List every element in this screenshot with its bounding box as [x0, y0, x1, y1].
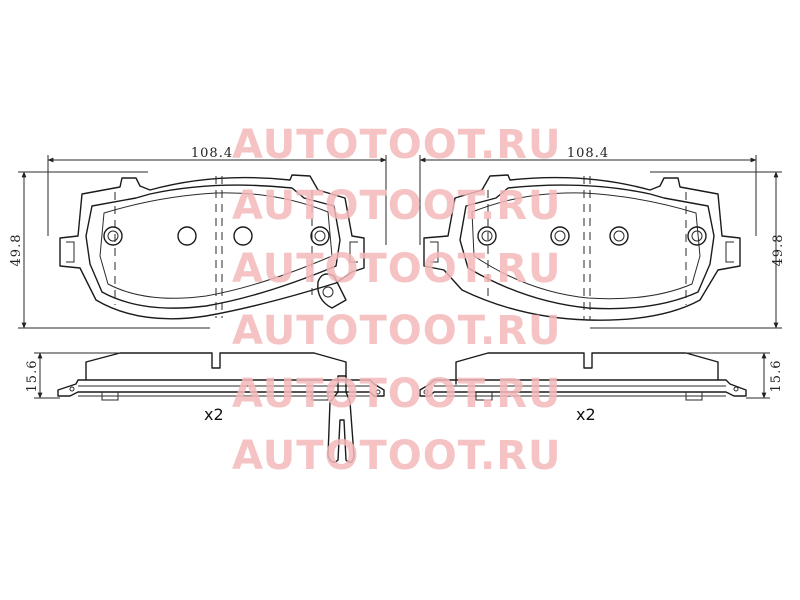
- watermark-text-6: AUTOTOOT.RU: [232, 433, 561, 479]
- right-pad-backing-plate: [423, 174, 741, 321]
- right-thickness-dimension: 15.6: [684, 352, 784, 399]
- right-pad-hole-1-inner: [481, 230, 493, 242]
- right-side-tab-right: [685, 392, 703, 401]
- right-side-friction-block: [455, 352, 719, 385]
- right-pad-ear-right: [725, 241, 734, 263]
- right-width-label: 108.4: [567, 146, 609, 161]
- left-pad-inner-contour: [99, 192, 333, 299]
- right-height-dimension: 49.8: [590, 171, 786, 329]
- watermark-text-2: AUTOTOOT.RU: [232, 183, 561, 229]
- right-pad-hole-3: [609, 226, 629, 246]
- right-pad-hole-2-inner: [554, 230, 566, 242]
- watermark-text-4: AUTOTOOT.RU: [232, 308, 561, 354]
- left-thickness-label: 15.6: [25, 360, 40, 393]
- left-side-backing-plate: [57, 379, 385, 397]
- watermark-layer: AUTOTOOT.RU AUTOTOOT.RU AUTOTOOT.RU AUTO…: [232, 122, 561, 479]
- left-pad-side-view: [57, 352, 385, 463]
- right-pad-ear-left: [430, 241, 439, 263]
- left-pad-wear-sensor-clip: [317, 273, 347, 309]
- left-height-label: 49.8: [9, 234, 24, 267]
- left-pad-friction-material: [85, 184, 341, 309]
- left-side-wear-sensor-wire: [327, 375, 355, 463]
- right-pad-hole-3-inner: [613, 230, 625, 242]
- left-pad-ear-right: [349, 241, 358, 263]
- right-width-dimension: 108.4: [419, 146, 757, 245]
- right-pad-friction-material: [459, 184, 715, 310]
- left-pad-hole-1: [103, 226, 123, 246]
- left-width-label: 108.4: [191, 146, 233, 161]
- left-side-tab-left: [101, 392, 119, 401]
- left-pad-hole-2: [177, 226, 197, 246]
- right-thickness-label: 15.6: [769, 360, 784, 393]
- left-height-dimension: 49.8: [9, 171, 210, 329]
- left-pad-backing-plate: [59, 174, 365, 320]
- left-side-tab-right: [311, 392, 329, 401]
- right-pad-inner-contour: [471, 192, 701, 300]
- left-pad-ear-left: [66, 241, 75, 263]
- right-pad-front-view: [423, 174, 741, 321]
- left-pad-front-view: [59, 174, 365, 320]
- left-width-dimension: 108.4: [47, 146, 387, 245]
- right-quantity-label: x2: [576, 405, 596, 424]
- right-pad-hole-1: [477, 226, 497, 246]
- left-pad-hole-4: [310, 226, 330, 246]
- right-pad-side-view: [419, 352, 747, 401]
- right-height-label: 49.8: [771, 234, 786, 267]
- watermark-text-5: AUTOTOOT.RU: [232, 371, 561, 417]
- right-side-backing-plate: [419, 379, 747, 397]
- watermark-text-1: AUTOTOOT.RU: [232, 122, 561, 168]
- watermark-text-3: AUTOTOOT.RU: [232, 246, 561, 292]
- left-side-friction-block: [85, 352, 347, 385]
- right-pad-hole-4-inner: [691, 230, 703, 242]
- left-pad-wear-sensor-hole: [322, 286, 334, 298]
- right-pad-hole-4: [687, 226, 707, 246]
- left-pad-hole-3: [233, 226, 253, 246]
- right-side-tab-left: [475, 392, 493, 401]
- left-pad-hole-1-inner: [107, 230, 119, 242]
- right-pad-hole-2: [550, 226, 570, 246]
- left-pad-hole-4-inner: [314, 230, 326, 242]
- left-thickness-dimension: 15.6: [25, 352, 120, 399]
- left-quantity-label: x2: [204, 405, 224, 424]
